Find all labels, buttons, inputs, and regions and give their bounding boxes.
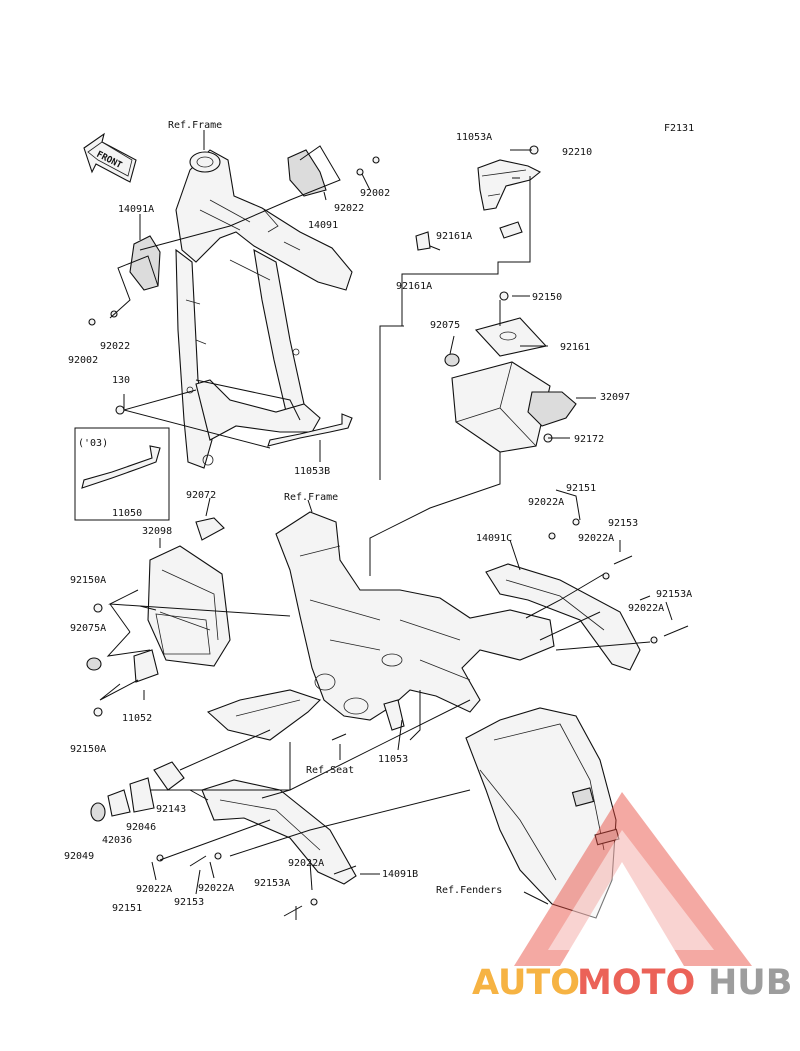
label-32097: 32097 xyxy=(600,392,630,403)
label-92150A-b: 92150A xyxy=(70,744,106,755)
plate-92161 xyxy=(474,317,548,357)
bracket-11053B xyxy=(267,413,353,447)
frame-mid xyxy=(195,511,555,741)
label-92161A-b: 92161A xyxy=(396,281,432,292)
side-cover-14091C xyxy=(485,563,641,671)
label-14091B: 14091B xyxy=(382,869,418,880)
label-32098: 32098 xyxy=(142,526,172,537)
label-92153: 92153 xyxy=(608,518,638,529)
front-arrow-icon: FRONT xyxy=(83,132,137,183)
label-92150: 92150 xyxy=(532,292,562,303)
label-ref-frame-top: Ref.Frame xyxy=(168,120,222,131)
battery-case-32097 xyxy=(444,291,577,453)
label-11052: 11052 xyxy=(122,713,152,724)
label-ref-fenders: Ref.Fenders xyxy=(436,885,502,896)
label-92153-b: 92153 xyxy=(174,897,204,908)
label-year-03: ('03) xyxy=(78,438,108,449)
diagram-code: F2131 xyxy=(664,123,694,134)
label-92161: 92161 xyxy=(560,342,590,353)
label-92153A-b: 92153A xyxy=(254,878,290,889)
watermark-moto: MOTO xyxy=(577,963,695,1003)
watermark-auto: AUTO xyxy=(472,963,580,1003)
label-ref-frame-mid: Ref.Frame xyxy=(284,492,338,503)
label-92143: 92143 xyxy=(156,804,186,815)
bushings xyxy=(90,761,185,822)
fender xyxy=(465,707,620,919)
label-92002-a: 92002 xyxy=(360,188,390,199)
label-14091C: 14091C xyxy=(476,533,512,544)
label-11053B: 11053B xyxy=(294,466,330,477)
label-92022A-d: 92022A xyxy=(288,858,324,869)
label-92153A-a: 92153A xyxy=(656,589,692,600)
label-14091A: 14091A xyxy=(118,204,154,215)
watermark-hub: HUB xyxy=(708,963,792,1003)
label-92075A: 92075A xyxy=(70,623,106,634)
label-11050: 11050 xyxy=(112,508,142,519)
label-92075: 92075 xyxy=(430,320,460,331)
label-14091: 14091 xyxy=(308,220,338,231)
label-130: 130 xyxy=(112,375,130,386)
label-42036: 42036 xyxy=(102,835,132,846)
part-labels: Ref.Frame 11053A 92210 92002 92022 14091… xyxy=(64,120,692,914)
inset-03-box xyxy=(74,427,170,521)
label-92150A-a: 92150A xyxy=(70,575,106,586)
label-92022A-a: 92022A xyxy=(528,497,564,508)
label-92002-b: 92002 xyxy=(68,355,98,366)
label-92022A-c: 92022A xyxy=(628,603,664,614)
label-92022A-f: 92022A xyxy=(198,883,234,894)
label-92022-b: 92022 xyxy=(100,341,130,352)
hardware xyxy=(88,156,689,917)
label-92022-a: 92022 xyxy=(334,203,364,214)
label-92161A-a: 92161A xyxy=(436,231,472,242)
label-11053: 11053 xyxy=(378,754,408,765)
label-ref-seat: Ref.Seat xyxy=(306,765,354,776)
leader-lines xyxy=(99,130,673,920)
label-11053A: 11053A xyxy=(456,132,492,143)
label-92022A-b: 92022A xyxy=(578,533,614,544)
label-92151-a: 92151 xyxy=(566,483,596,494)
label-92046: 92046 xyxy=(126,822,156,833)
cover-32098 xyxy=(86,545,231,717)
watermark-logo: AUTO MOTO HUB xyxy=(472,792,792,1003)
side-cover-14091B xyxy=(201,779,357,885)
label-92022A-e: 92022A xyxy=(136,884,172,895)
label-92210: 92210 xyxy=(562,147,592,158)
main-frame xyxy=(129,149,353,469)
bracket-11053A xyxy=(415,145,542,251)
label-92072: 92072 xyxy=(186,490,216,501)
label-92049: 92049 xyxy=(64,851,94,862)
label-92172: 92172 xyxy=(574,434,604,445)
label-92151-b: 92151 xyxy=(112,903,142,914)
